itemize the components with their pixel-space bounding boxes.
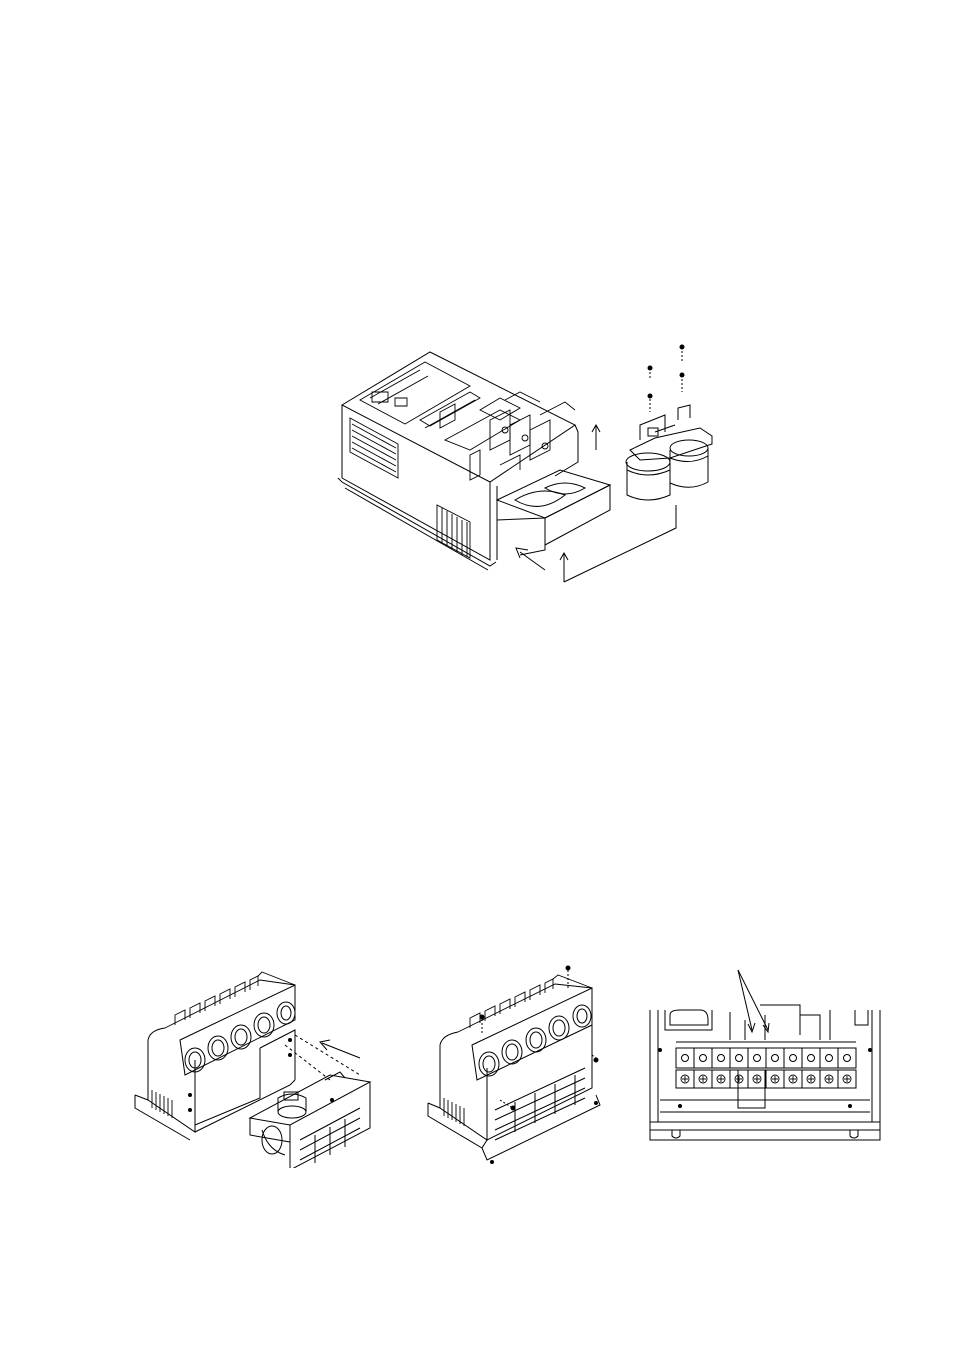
terminal-row-bottom bbox=[676, 1070, 856, 1088]
figure-inverter-fan-removal bbox=[320, 335, 720, 595]
housing-left-face bbox=[342, 405, 490, 560]
fan-unit-slab bbox=[250, 1072, 370, 1168]
fan-tray-opening bbox=[497, 470, 610, 555]
terminal-row-top bbox=[676, 1042, 856, 1068]
fan-assembly-detached bbox=[626, 405, 712, 500]
screws bbox=[648, 345, 684, 412]
internal-components bbox=[360, 362, 575, 480]
figure-fan-unit-slide-in bbox=[128, 968, 390, 1168]
figure-terminal-block-front bbox=[640, 965, 890, 1145]
arrow-up-right bbox=[592, 425, 600, 450]
housing-top bbox=[342, 352, 575, 482]
callout-arrows bbox=[738, 970, 769, 1032]
vent-grille-left bbox=[350, 418, 398, 478]
body-left-face bbox=[148, 1040, 195, 1132]
figure-fan-unit-screwed bbox=[420, 962, 605, 1172]
insert-arrow bbox=[320, 1040, 360, 1058]
screws bbox=[480, 966, 598, 1110]
